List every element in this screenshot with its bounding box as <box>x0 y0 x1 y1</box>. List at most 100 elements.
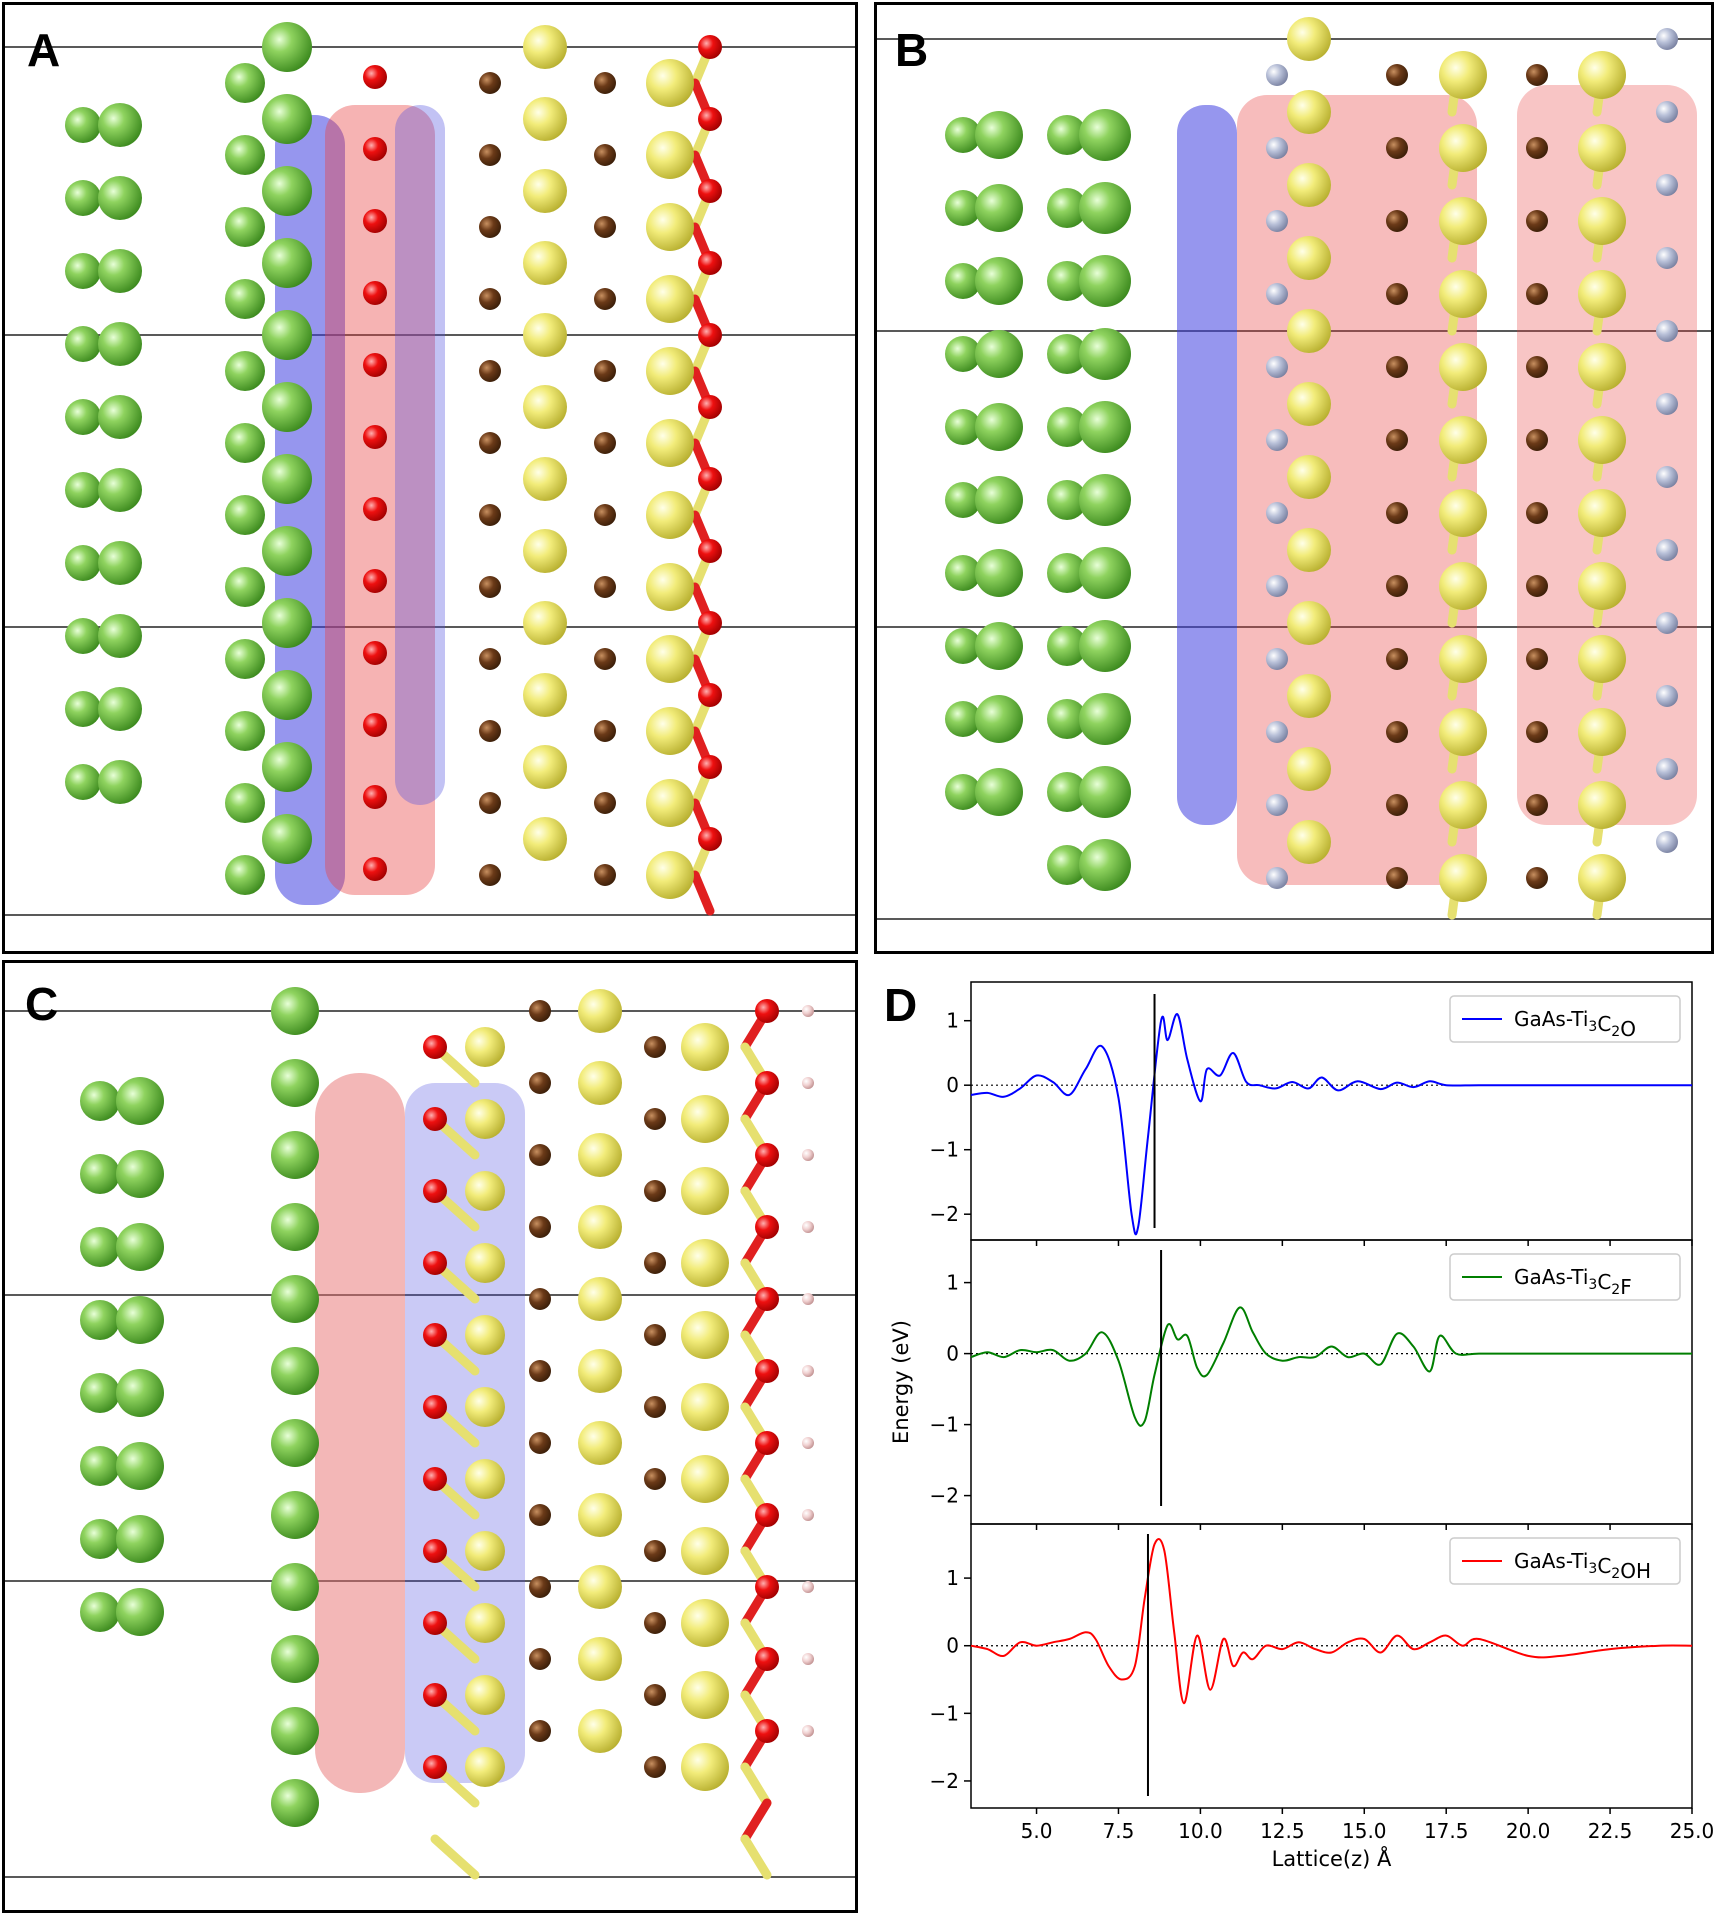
ti-atom <box>1578 416 1626 464</box>
ga-atom <box>945 701 981 737</box>
ti-atom <box>1578 51 1626 99</box>
c-atom <box>479 792 501 814</box>
ti-atom <box>681 1527 729 1575</box>
f-atom <box>1656 685 1678 707</box>
ti-atom <box>578 1709 622 1753</box>
ga-atom <box>262 742 312 792</box>
o-atom <box>363 353 387 377</box>
ti-atom <box>523 385 567 429</box>
ti-atom <box>578 1349 622 1393</box>
f-atom <box>1266 502 1288 524</box>
o-atom <box>423 1251 447 1275</box>
o-atom <box>423 1323 447 1347</box>
bond <box>740 1798 772 1844</box>
ga-atom <box>975 403 1023 451</box>
c-atom <box>594 792 616 814</box>
x-tick-label: 7.5 <box>1103 1819 1135 1843</box>
ga-atom <box>80 1592 120 1632</box>
ga-atom <box>271 1563 319 1611</box>
legend-label: GaAs-Ti3C2O <box>1514 1007 1636 1041</box>
ti-atom <box>1578 781 1626 829</box>
c-atom <box>1526 575 1548 597</box>
ti-atom <box>578 1565 622 1609</box>
c-atom <box>529 1144 551 1166</box>
c-atom <box>529 1648 551 1670</box>
ga-atom <box>1047 553 1087 593</box>
ti-atom <box>1578 270 1626 318</box>
c-atom <box>1526 721 1548 743</box>
panel-c-structure <box>5 987 855 1880</box>
ga-atom <box>65 545 101 581</box>
o-atom <box>423 1179 447 1203</box>
ga-atom <box>225 855 265 895</box>
c-atom <box>594 216 616 238</box>
c-atom <box>529 1216 551 1238</box>
x-tick-label: 10.0 <box>1178 1819 1223 1843</box>
ga-atom <box>65 399 101 435</box>
ga-atom <box>225 279 265 319</box>
ga-atom <box>116 1150 164 1198</box>
o-atom <box>698 827 722 851</box>
ti-atom <box>1439 854 1487 902</box>
o-atom <box>755 1071 779 1095</box>
c-atom <box>1386 356 1408 378</box>
f-atom <box>1656 320 1678 342</box>
ti-atom <box>465 1243 505 1283</box>
c-atom <box>1386 429 1408 451</box>
ti-atom <box>1287 528 1331 572</box>
y-axis-label: Energy (eV) <box>889 1320 913 1444</box>
y-tick-label: 0 <box>946 1634 959 1658</box>
ga-atom <box>262 310 312 360</box>
ti-atom <box>578 989 622 1033</box>
f-atom <box>1266 721 1288 743</box>
ga-atom <box>65 764 101 800</box>
ga-atom <box>262 454 312 504</box>
ti-atom <box>578 1637 622 1681</box>
ti-atom <box>1287 90 1331 134</box>
c-atom <box>1526 794 1548 816</box>
ti-atom <box>681 1167 729 1215</box>
ga-atom <box>1079 474 1131 526</box>
o-atom <box>423 1539 447 1563</box>
c-atom <box>1386 210 1408 232</box>
f-atom <box>1266 429 1288 451</box>
x-tick-label: 22.5 <box>1588 1819 1633 1843</box>
c-atom <box>1526 283 1548 305</box>
ti-atom <box>1439 635 1487 683</box>
ga-atom <box>65 691 101 727</box>
ga-atom <box>80 1081 120 1121</box>
o-atom <box>698 179 722 203</box>
ti-atom <box>523 97 567 141</box>
ti-atom <box>646 851 694 899</box>
c-atom <box>479 72 501 94</box>
ti-atom <box>681 1095 729 1143</box>
f-atom <box>1656 247 1678 269</box>
o-atom <box>423 1611 447 1635</box>
c-atom <box>1526 64 1548 86</box>
h-atom <box>802 1725 814 1737</box>
ga-atom <box>80 1227 120 1267</box>
c-atom <box>1526 648 1548 670</box>
ti-atom <box>578 1133 622 1177</box>
ga-atom <box>945 117 981 153</box>
ga-atom <box>975 549 1023 597</box>
c-atom <box>644 1036 666 1058</box>
ga-atom <box>1079 620 1131 672</box>
c-atom <box>644 1756 666 1778</box>
ga-atom <box>225 135 265 175</box>
y-tick-label: −1 <box>930 1701 959 1725</box>
ga-atom <box>262 598 312 648</box>
ga-atom <box>262 22 312 72</box>
y-tick-label: −2 <box>930 1769 959 1793</box>
c-atom <box>479 288 501 310</box>
ga-atom <box>1079 109 1131 161</box>
f-atom <box>1266 356 1288 378</box>
c-atom <box>479 144 501 166</box>
o-atom <box>698 467 722 491</box>
y-tick-label: 0 <box>946 1342 959 1366</box>
ti-atom <box>1287 455 1331 499</box>
ga-atom <box>945 263 981 299</box>
series-line <box>970 1538 1693 1705</box>
f-atom <box>1656 101 1678 123</box>
